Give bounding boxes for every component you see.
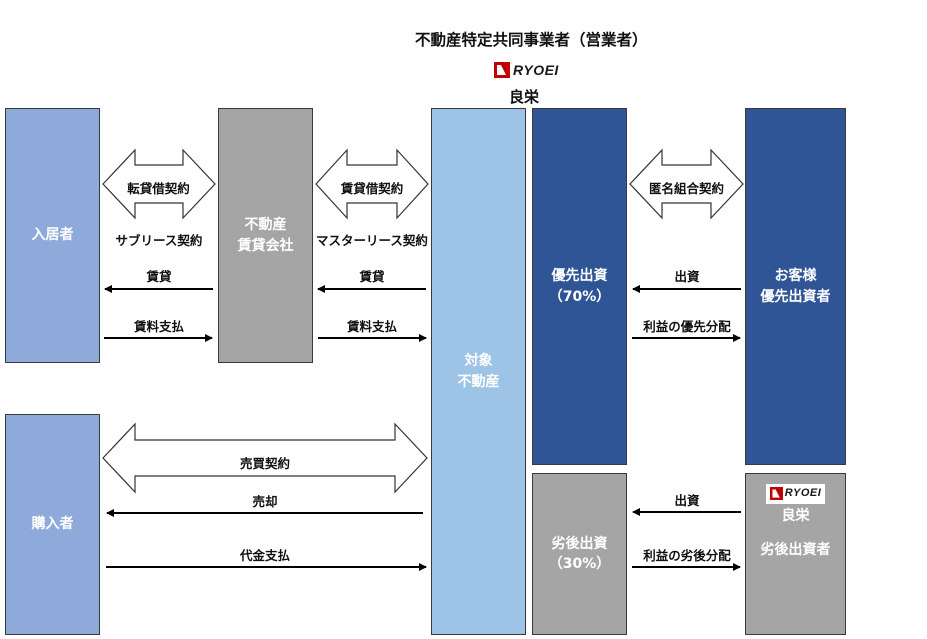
rent-payment-label-2: 賃料支払	[346, 319, 397, 334]
subordinate-ryoei-logo-text: RYOEI	[784, 487, 822, 499]
ryoei-logo-text: RYOEI	[513, 62, 559, 78]
subordinate-investment-label-1: 劣後出資	[551, 535, 608, 552]
master-lease-double-arrow	[315, 148, 429, 220]
investment-label-2: 出資	[674, 493, 700, 508]
rental-company-label-1: 不動産	[244, 217, 287, 234]
page-title: 不動産特定共同事業者（営業者）	[415, 31, 648, 49]
sublease-contract-double-arrow	[102, 148, 216, 220]
rent-payment-label-1: 賃料支払	[133, 319, 184, 334]
rental-company-label-2: 賃貸会社	[237, 237, 294, 254]
investment-label-1: 出資	[674, 269, 700, 284]
ryoei-logo: RYOEI	[494, 60, 564, 80]
subordinate-investor-name: 良栄	[781, 507, 810, 524]
subordinate-investment-box: 劣後出資 （30%）	[532, 473, 627, 635]
priority-investment-box: 優先出資 （70%）	[532, 108, 627, 465]
subordinate-distribution-label: 利益の劣後分配	[643, 548, 731, 563]
ryoei-mark-icon	[494, 62, 510, 78]
priority-investment-label-2: （70%）	[548, 288, 611, 305]
priority-distribution-label: 利益の優先分配	[643, 319, 731, 334]
buyer-label: 購入者	[31, 516, 74, 533]
subordinate-investment-label-2: （30%）	[548, 556, 611, 572]
ryoei-mark-icon	[769, 487, 783, 501]
customer-label-1: お客様	[774, 268, 817, 285]
rent-label-2: 賃貸	[359, 269, 385, 284]
subordinate-investor-box: RYOEI 良栄 劣後出資者	[745, 473, 846, 635]
anonymous-partnership-label: 匿名組合契約	[648, 181, 724, 196]
rent-label-1: 賃貸	[146, 269, 172, 284]
sale-contract-label: 売買契約	[239, 456, 290, 471]
target-property-box: 対象 不動産	[431, 108, 526, 635]
customer-priority-investor-box: お客様 優先出資者	[745, 108, 846, 465]
customer-label-2: 優先出資者	[760, 288, 831, 305]
sale-contract-double-arrow	[102, 422, 428, 494]
anonymous-partnership-double-arrow	[629, 148, 744, 220]
priority-investment-label-1: 優先出資	[551, 268, 608, 285]
subordinate-ryoei-logo: RYOEI	[765, 484, 826, 504]
sublease-note-label: サブリース契約	[115, 233, 203, 248]
master-lease-contract-label: 賃貸借契約	[340, 181, 404, 196]
master-lease-note-label: マスターリース契約	[316, 233, 428, 248]
tenant-label: 入居者	[31, 227, 74, 244]
target-property-label-2: 不動産	[457, 373, 500, 390]
rental-company-box: 不動産 賃貸会社	[218, 108, 313, 363]
target-property-label-1: 対象	[464, 353, 493, 370]
sale-label: 売却	[252, 494, 278, 509]
tenant-box: 入居者	[5, 108, 100, 363]
buyer-box: 購入者	[5, 414, 100, 635]
sublease-contract-label: 転貸借契約	[127, 181, 190, 196]
subordinate-investor-label: 劣後出資者	[760, 542, 831, 559]
price-payment-label: 代金支払	[239, 548, 290, 563]
operator-name: 良栄	[509, 88, 540, 106]
